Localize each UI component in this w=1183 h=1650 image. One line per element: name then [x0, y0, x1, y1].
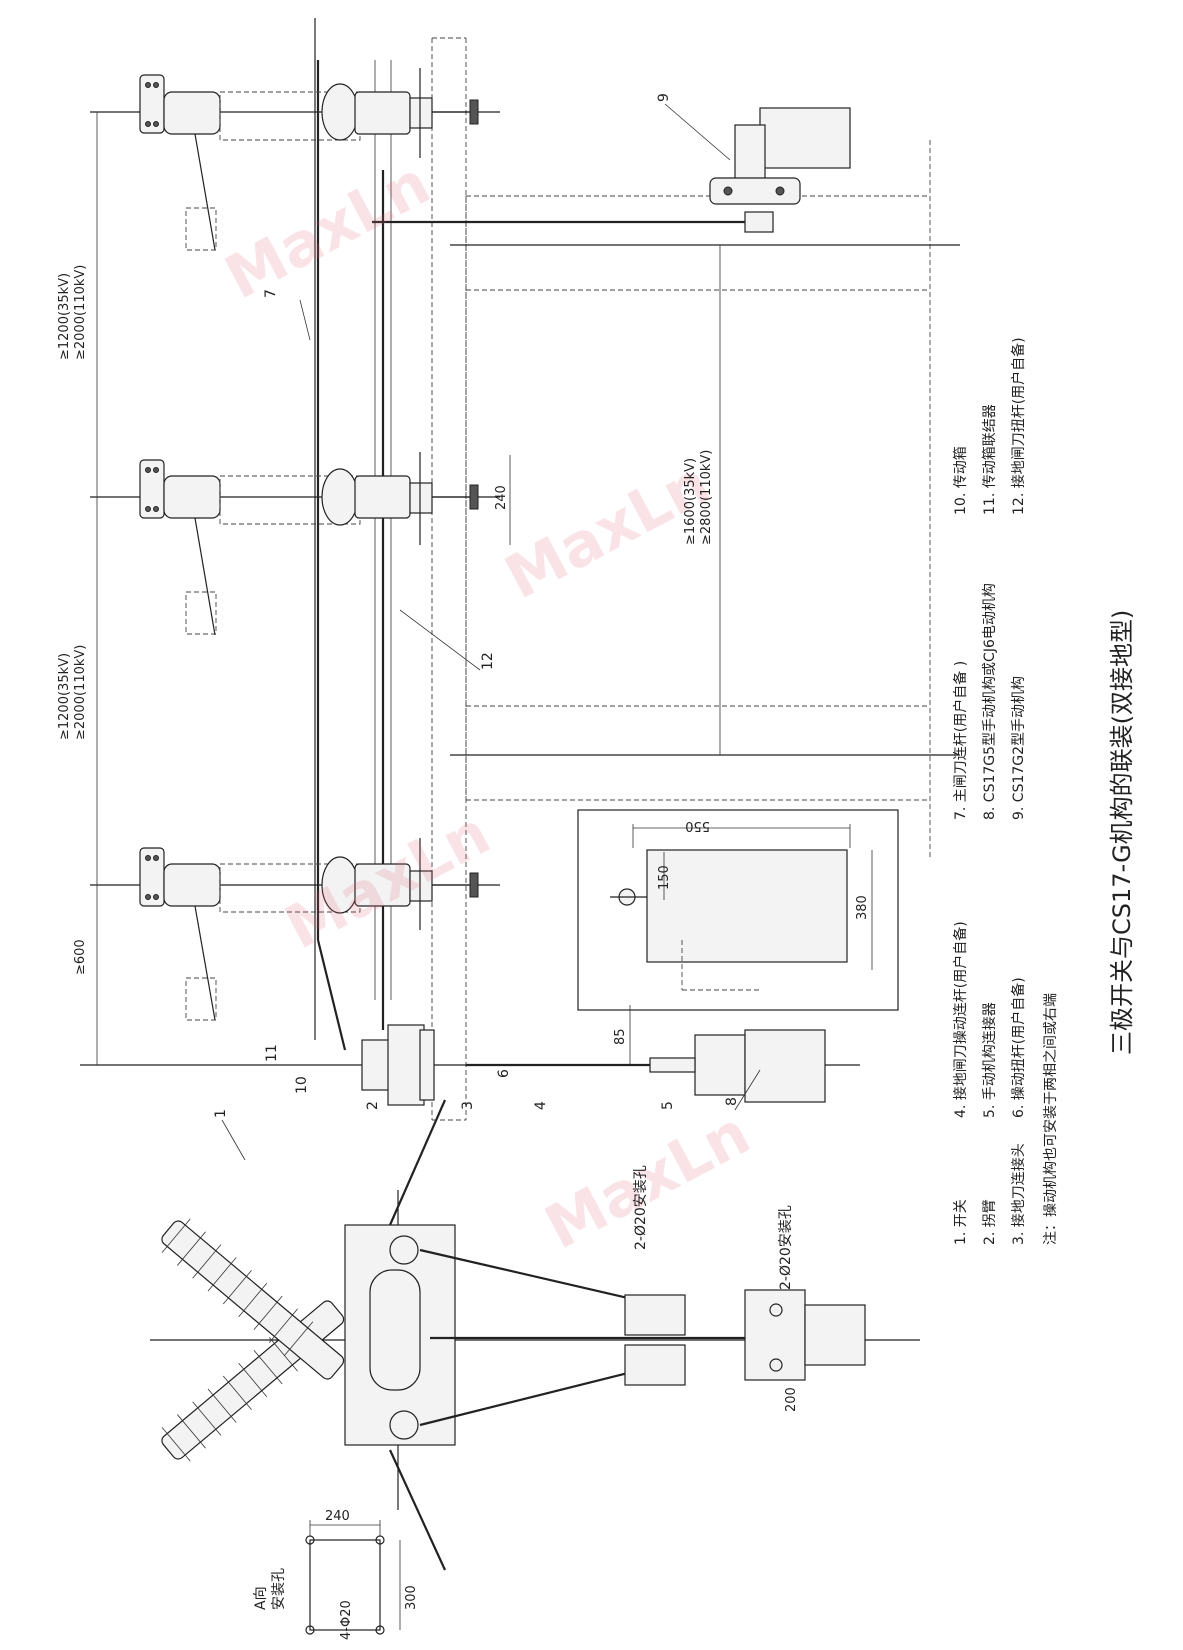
legend-4: 4. 接地闸刀操动连杆(用户自备) [952, 921, 969, 1118]
inset-detail [577, 809, 899, 1011]
watermark-layer: MaxLn MaxLn MaxLn MaxLn [214, 148, 761, 1263]
legend-8: 8. CS17G5型手动机构或CJ6电动机构 [982, 583, 998, 820]
dimension-lines [96, 112, 721, 1065]
callout-2: 2 [365, 1101, 381, 1110]
legend-6: 6. 操动扭杆(用户自备) [1010, 977, 1027, 1118]
legend-10: 10. 传动箱 [953, 446, 969, 515]
legend-7: 7. 主闸刀连杆(用户自备 ) [952, 661, 969, 820]
mount-holes-label: 安装孔 [271, 1568, 287, 1610]
top-view [80, 18, 960, 1121]
dim-bottom-offset: ≥600 [73, 939, 88, 975]
watermark-1: MaxLn [214, 148, 441, 313]
legend: 1. 开关 2. 拐臂 3. 接地刀连接头 4. 接地闸刀操动连杆(用户自备) … [952, 337, 1059, 1245]
mount-hole-right: 2-Ø20安装孔 [778, 1205, 794, 1290]
transmission-box-10 [361, 1024, 435, 1106]
legend-11: 11. 传动箱联结器 [982, 404, 998, 515]
view-a-label: A向 [253, 1586, 269, 1610]
legend-1: 1. 开关 [953, 1199, 969, 1245]
callout-4: 4 [533, 1101, 549, 1110]
callout-1: 1 [213, 1109, 229, 1118]
dim-vertical-span-35: ≥1600(35kV) [683, 458, 698, 545]
legend-9: 9. CS17G2型手动机构 [1011, 676, 1027, 820]
callout-10: 10 [294, 1076, 310, 1094]
callout-8: 8 [724, 1097, 740, 1106]
legend-5: 5. 手动机构连接器 [981, 1002, 998, 1118]
front-view [150, 1099, 920, 1571]
mechanism-9 [709, 107, 851, 233]
legend-3: 3. 接地刀连接头 [1010, 1143, 1027, 1245]
callout-11: 11 [264, 1044, 280, 1062]
dim-200: 200 [784, 1387, 799, 1412]
callout-12: 12 [480, 652, 496, 670]
callout-7: 7 [263, 289, 279, 298]
dim-hole-20: 4-Φ20 [339, 1600, 354, 1640]
dim-150: 150 [657, 865, 672, 890]
callout-9: 9 [656, 93, 672, 102]
mount-hole-left: 2-Ø20安装孔 [633, 1165, 649, 1250]
dim-240-base: 240 [325, 1509, 350, 1524]
a-view-base [305, 1520, 401, 1635]
dim-vertical-span-110: ≥2800(110kV) [699, 450, 714, 545]
watermark-3: MaxLn [274, 798, 501, 963]
callout-6: 6 [496, 1069, 512, 1078]
dim-380: 380 [855, 895, 870, 920]
dim-85: 85 [613, 1028, 628, 1045]
page-title: 三极开关与CS17-G机构的联装(双接地型) [1108, 610, 1136, 1055]
dim-pole-spacing-mid-35: ≥1200(35kV) [57, 653, 72, 740]
legend-note: 注：操动机构也可安装于两相之间或右端 [1043, 993, 1059, 1245]
dim-pole-spacing-top-35: ≥1200(35kV) [57, 273, 72, 360]
pole-2 [139, 452, 479, 636]
dim-300: 300 [404, 1585, 419, 1610]
dim-pole-spacing-top-110: ≥2000(110kV) [73, 265, 88, 360]
callout-5: 5 [660, 1101, 676, 1110]
callout-3: 3 [460, 1101, 476, 1110]
legend-2: 2. 拐臂 [982, 1199, 998, 1245]
pole-1 [139, 68, 479, 251]
dim-pole-spacing-mid-110: ≥2000(110kV) [73, 645, 88, 740]
dim-550: 550 [685, 818, 710, 833]
legend-12: 12. 接地闸刀扭杆(用户自备) [1010, 337, 1027, 515]
pole-3 [139, 838, 479, 1051]
mechanism-8 [649, 1029, 826, 1103]
dim-240-mid: 240 [494, 485, 509, 510]
